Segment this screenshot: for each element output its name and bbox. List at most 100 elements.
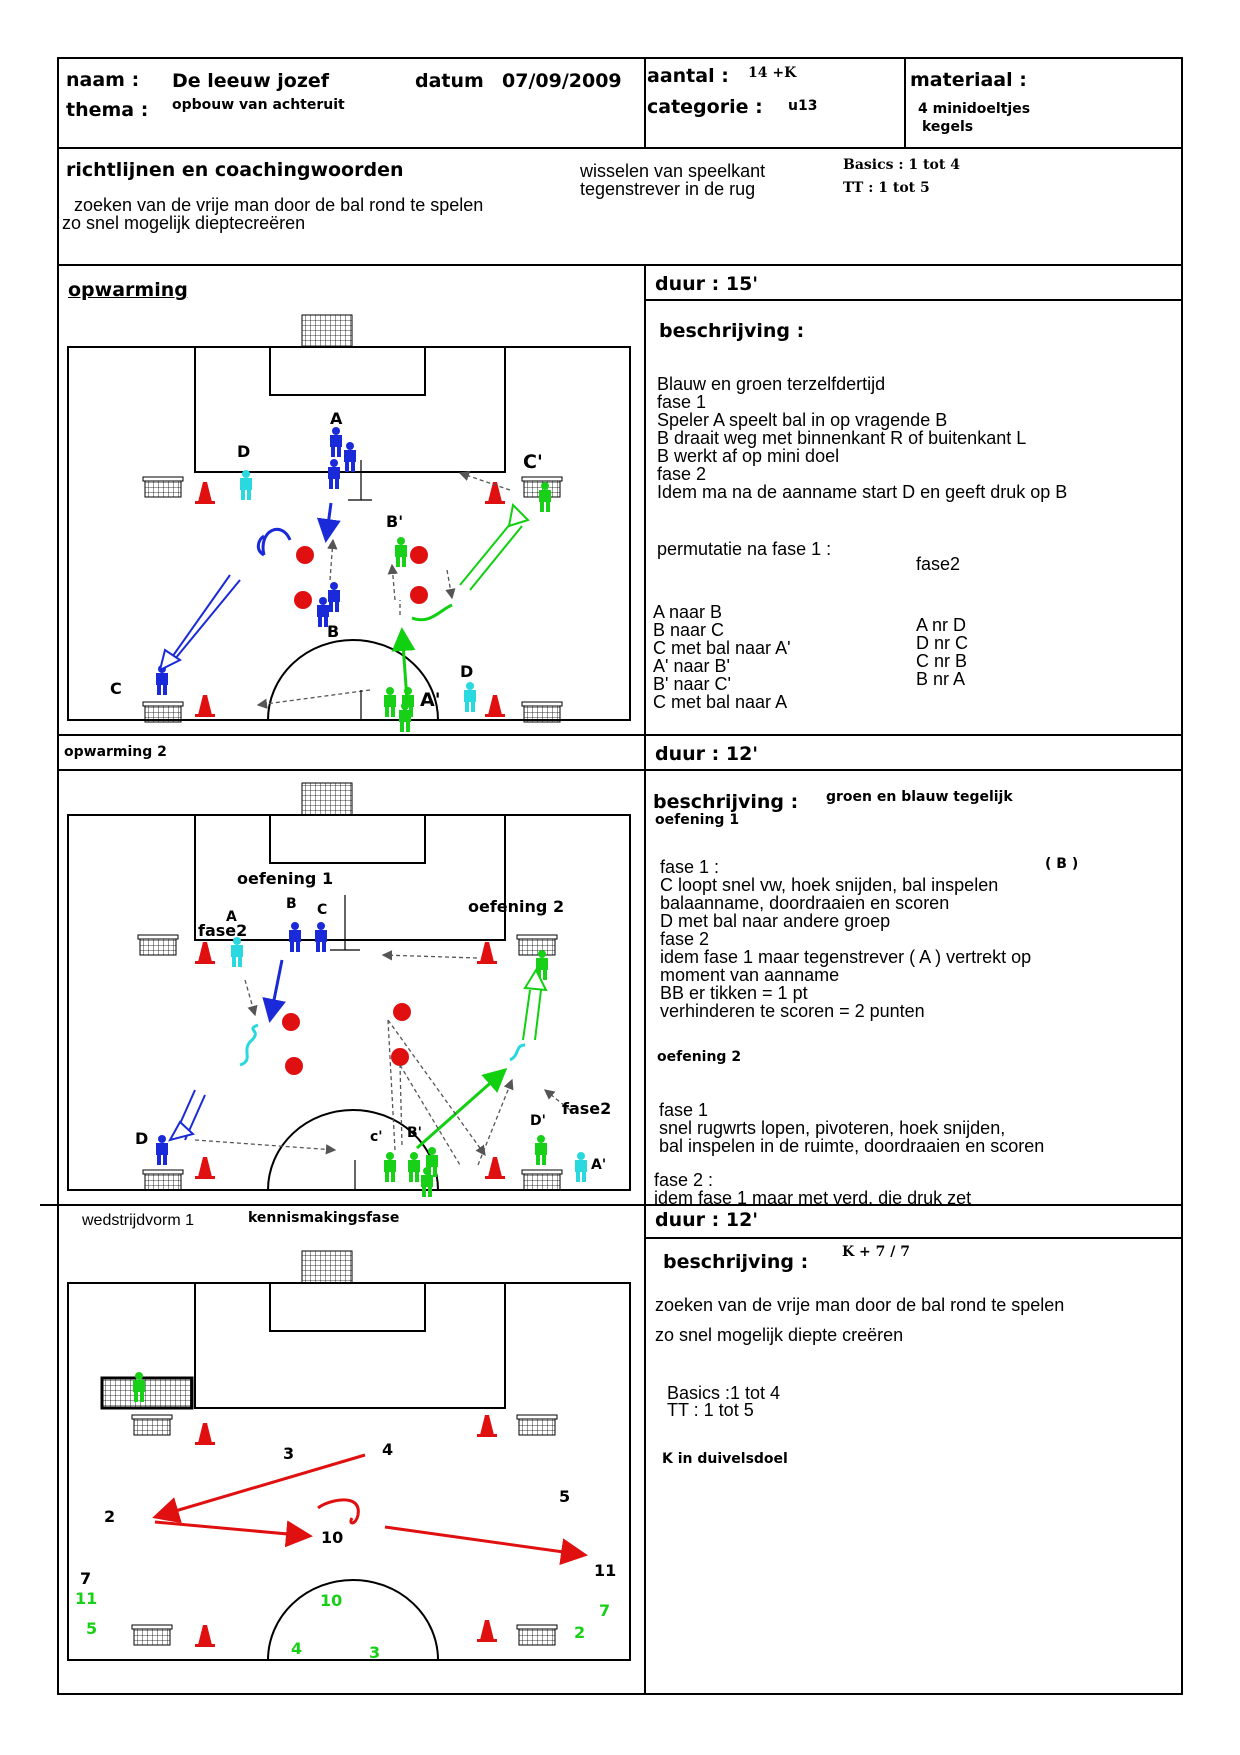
desc-line: idem fase 1 maar met verd. die druk zet [654,1188,972,1208]
categorie-value: u13 [788,98,818,114]
field1-label-d2: D [460,662,474,681]
section2-beschrijving: beschrijving : [653,791,799,813]
field3-black-3: 3 [283,1444,295,1463]
field3-green-5: 5 [86,1619,98,1638]
field3-black-11: 11 [594,1561,617,1580]
guidelines-mid-1: wisselen van speelkant [580,161,766,181]
desc-line: Speler A speelt bal in op vragende B [657,410,948,430]
perm-line: A nr D [916,615,967,635]
section1-beschrijving: beschrijving : [659,320,805,342]
field3-green-2: 2 [574,1623,586,1642]
materiaal-label: materiaal : [910,69,1027,91]
perm-line: A naar B [653,602,723,622]
field1-label-c: C [110,679,122,698]
section3-beschrijving: beschrijving : [663,1251,809,1273]
section3-subtitle: kennismakingsfase [248,1210,400,1226]
guidelines-line-2: zo snel mogelijk dieptecreëren [62,213,306,233]
desc-line: B draait weg met binnenkant R of buitenk… [657,428,1027,448]
desc-line: fase 1 [659,1100,709,1120]
field3-black-2: 2 [104,1507,116,1526]
guidelines-tt: TT : 1 tot 5 [843,180,930,196]
field2-label-fase2-right: fase2 [562,1099,612,1118]
desc-line: Blauw en groen terzelfdertijd [657,374,886,394]
desc-line: fase 2 [660,929,710,949]
section3-duur: duur : 12' [655,1209,759,1231]
naam-value: De leeuw jozef [172,70,330,92]
field1-label-d: D [237,442,251,461]
perm-line: A' naar B' [653,656,730,676]
desc-line: idem fase 1 maar tegenstrever ( A ) vert… [660,947,1032,967]
naam-label: naam : [66,69,140,91]
field2-label-d: D [135,1129,149,1148]
desc-line: Idem ma na de aanname start D en geeft d… [657,482,1068,502]
field2-label-a: A [226,909,237,925]
desc-line: bal inspelen in de ruimte, doordraaien e… [659,1136,1045,1156]
section2-description-3: fase 2 :idem fase 1 maar met verd. die d… [654,1153,971,1225]
guidelines-title: richtlijnen en coachingwoorden [66,159,404,181]
field3-black-7: 7 [80,1569,92,1588]
section3-k-label: K + 7 / 7 [842,1244,910,1260]
field3-green-7: 7 [599,1601,611,1620]
field2-label-b: B [286,896,297,912]
field1-label-a-prime: A' [420,689,441,711]
field3-green-11: 11 [75,1589,98,1608]
thema-label: thema : [66,99,149,121]
thema-value: opbouw van achteruit [172,97,345,113]
section2-oefening1: oefening 1 [655,812,740,828]
perm-line: C met bal naar A [653,692,788,712]
field3-green-4: 4 [291,1639,303,1658]
section2-duur: duur : 12' [655,743,759,765]
field2-label-a-prime: A' [591,1157,607,1173]
section2-b-mark: ( B ) [1045,856,1079,872]
section3-basics: Basics :1 tot 4 [667,1383,781,1403]
field2-label-oefening2: oefening 2 [468,897,565,916]
materiaal-item-2: kegels [922,119,974,135]
desc-line: fase 2 : [654,1170,714,1190]
field3-green-3: 3 [369,1643,381,1662]
field1-label-c-prime: C' [523,451,543,473]
guidelines-mid-2: tegenstrever in de rug [580,179,756,199]
desc-line: BB er tikken = 1 pt [660,983,808,1003]
field1-label-b-prime: B' [386,512,404,531]
field2-label-oefening1: oefening 1 [237,869,334,888]
datum-value: 07/09/2009 [502,70,622,92]
perm-line: C met bal naar A' [653,638,791,658]
field2-label-c-prime: c' [370,1129,383,1145]
desc-line: fase 1 : [660,857,720,877]
section3-title: wedstrijdvorm 1 [82,1212,195,1229]
field3-black-4: 4 [382,1440,394,1459]
perm-line: B' naar C' [653,674,731,694]
categorie-label: categorie : [647,96,763,118]
field2-label-d-prime: D' [530,1113,546,1129]
section3-duivelsdoel: K in duivelsdoel [662,1451,788,1467]
field1-label-b: B [327,622,340,641]
section2-oefening2: oefening 2 [657,1049,742,1065]
perm-line: D nr C [916,633,969,653]
section3-line-2: zo snel mogelijk diepte creëren [655,1325,904,1345]
section2-title: opwarming 2 [64,744,167,760]
field3-green-10: 10 [320,1591,343,1610]
perm-line: C nr B [916,651,968,671]
guidelines-line-1: zoeken van de vrije man door de bal rond… [74,195,484,215]
desc-line: fase 2 [657,464,707,484]
desc-line: fase 1 [657,392,707,412]
guidelines-basics: Basics : 1 tot 4 [843,157,960,173]
section2-subtitle: groen en blauw tegelijk [826,789,1013,805]
field2-label-b-prime: B' [407,1125,422,1141]
desc-line: balaanname, doordraaien en scoren [660,893,950,913]
field1-label-a: A [330,409,343,428]
datum-label: datum [415,70,484,92]
aantal-value: 14 +K [748,65,797,81]
field3-black-10: 10 [321,1528,344,1547]
desc-line: verhinderen te scoren = 2 punten [660,1001,925,1021]
perm-line: B nr A [916,669,966,689]
desc-line: B werkt af op mini doel [657,446,840,466]
section1-permutatie: permutatie na fase 1 : [657,539,832,559]
section3-line-1: zoeken van de vrije man door de bal rond… [655,1295,1065,1315]
desc-line: moment van aanname [660,965,840,985]
aantal-label: aantal : [647,65,729,87]
